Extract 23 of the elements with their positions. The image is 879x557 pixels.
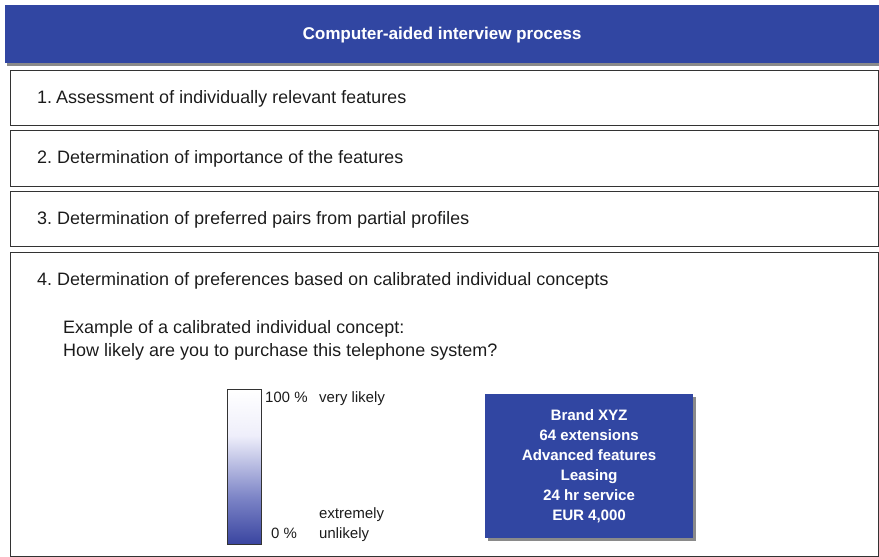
concept-attribute: EUR 4,000 <box>552 506 626 526</box>
concept-attribute: Advanced features <box>522 446 656 466</box>
step-box <box>10 252 879 557</box>
concept-attribute: Brand XYZ <box>550 406 628 426</box>
example-text: Example of a calibrated individual concept: <box>63 317 404 338</box>
scale-value: 0 % <box>271 524 297 544</box>
example-text: How likely are you to purchase this telephone system? <box>63 340 498 361</box>
concept-card <box>485 394 693 538</box>
scale-value: 100 % <box>265 388 308 408</box>
concept-attribute: 24 hr service <box>543 486 635 506</box>
header-band <box>5 5 879 63</box>
step-box <box>10 70 879 126</box>
scale-label: extremely unlikely <box>319 504 386 544</box>
step-title: 2. Determination of importance of the features <box>37 147 404 168</box>
concept-attribute: Leasing <box>560 466 618 486</box>
step-title: 4. Determination of preferences based on calibrated individual concepts <box>37 269 608 290</box>
concept-attribute: 64 extensions <box>539 426 639 446</box>
step-box <box>10 191 879 247</box>
step-title: 3. Determination of preferred pairs from partial profiles <box>37 208 470 229</box>
scale-label: very likely <box>319 388 386 408</box>
step-title: 1. Assessment of individually relevant features <box>37 87 406 108</box>
step-box <box>10 130 879 187</box>
header-title: Computer-aided interview process <box>302 24 582 44</box>
